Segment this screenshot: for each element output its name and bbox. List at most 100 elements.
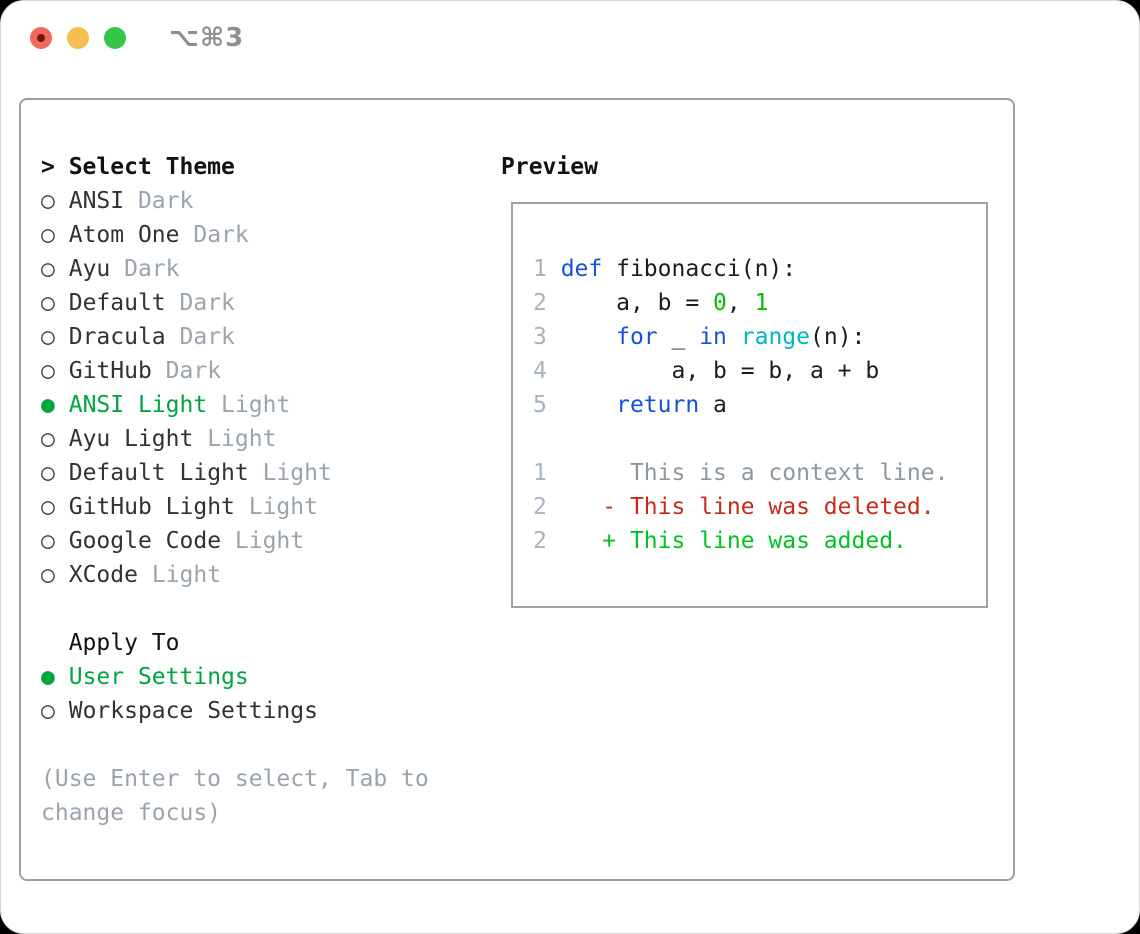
radio-unselected-icon: ○ (41, 256, 55, 282)
theme-name-label: Ayu Light (68, 426, 194, 452)
radio-unselected-icon: ○ (41, 494, 55, 520)
apply-option-label: Workspace Settings (68, 698, 318, 724)
code-token-number: 0 (713, 290, 727, 316)
radio-selected-icon: ● (41, 392, 55, 418)
code-token-plain: fibonacci(n): (602, 256, 797, 282)
theme-option-ansi-dark[interactable]: ○ ANSI Dark (41, 184, 429, 218)
code-line: 1 def fibonacci(n): (533, 252, 948, 286)
line-number: 2 (533, 290, 561, 316)
code-line: 2 + This line was added. (533, 524, 948, 558)
code-token-plain: _ (657, 324, 700, 350)
theme-variant-label: Dark (110, 256, 180, 282)
code-line: 5 return a (533, 388, 948, 422)
radio-unselected-icon: ○ (41, 290, 55, 316)
theme-option-github-light-light[interactable]: ○ GitHub Light Light (41, 490, 429, 524)
theme-option-ansi-light-light[interactable]: ● ANSI Light Light (41, 388, 429, 422)
theme-name-label: Google Code (68, 528, 222, 554)
code-token-plain: (n): (810, 324, 866, 350)
spacer-row (41, 728, 429, 762)
theme-name-label: Dracula (68, 324, 166, 350)
code-token-plain (561, 324, 616, 350)
code-token-number: 1 (754, 290, 769, 316)
theme-option-ayu-dark[interactable]: ○ Ayu Dark (41, 252, 429, 286)
theme-option-default-light-light[interactable]: ○ Default Light Light (41, 456, 429, 490)
code-token-plain: a, b = (560, 290, 714, 316)
zoom-button[interactable] (104, 27, 126, 49)
line-number: 1 (533, 460, 561, 486)
theme-name-label: GitHub (68, 358, 152, 384)
theme-variant-label: Light (207, 392, 291, 418)
radio-unselected-icon: ○ (41, 698, 55, 724)
theme-name-label: Ayu (68, 256, 111, 282)
theme-variant-label: Light (248, 460, 332, 486)
theme-variant-label: Dark (165, 324, 235, 350)
code-token-keyword: def (560, 256, 603, 282)
code-token-builtin: range (740, 324, 810, 350)
spacer-row (41, 592, 429, 626)
theme-name-label: Default (68, 290, 166, 316)
code-token-keyword: in (699, 324, 727, 350)
code-token-keyword: for (616, 324, 658, 350)
code-line: 4 a, b = b, a + b (533, 354, 948, 388)
hint-text: change focus) (41, 800, 222, 826)
theme-option-google-code-light[interactable]: ○ Google Code Light (41, 524, 429, 558)
theme-option-dracula-dark[interactable]: ○ Dracula Dark (41, 320, 429, 354)
code-token-plain: , (726, 290, 755, 316)
preview-header: Preview (501, 154, 598, 180)
theme-variant-label: Dark (179, 222, 249, 248)
theme-variant-label: Light (221, 528, 305, 554)
theme-name-label: ANSI Light (68, 392, 208, 418)
theme-option-xcode-light[interactable]: ○ XCode Light (41, 558, 429, 592)
theme-option-ayu-light-light[interactable]: ○ Ayu Light Light (41, 422, 429, 456)
theme-name-label: Atom One (68, 222, 180, 248)
theme-option-atom-one-dark[interactable]: ○ Atom One Dark (41, 218, 429, 252)
line-number: 5 (533, 392, 561, 418)
theme-variant-label: Light (137, 562, 222, 588)
code-token-deleted: - This line was deleted. (602, 494, 935, 520)
line-number: 4 (533, 358, 561, 384)
close-button[interactable] (30, 27, 52, 49)
code-line: 3 for _ in range(n): (533, 320, 948, 354)
radio-selected-icon: ● (41, 664, 55, 690)
theme-variant-label: Light (193, 426, 277, 452)
theme-variant-label: Dark (151, 358, 222, 384)
select-theme-header-label: Select Theme (68, 154, 235, 180)
line-number: 1 (533, 256, 561, 282)
apply-to-header: Apply To (41, 626, 429, 660)
hint-text: (Use Enter to select, Tab to (41, 766, 429, 792)
radio-unselected-icon: ○ (41, 460, 55, 486)
code-token-keyword: return (616, 392, 700, 418)
theme-variant-label: Dark (165, 290, 235, 316)
theme-name-label: ANSI (68, 188, 125, 214)
theme-variant-label: Light (234, 494, 318, 520)
line-number: 2 (533, 494, 561, 520)
theme-variant-label: Dark (124, 188, 194, 214)
theme-name-label: XCode (68, 562, 138, 588)
theme-list: > Select Theme○ ANSI Dark○ Atom One Dark… (41, 150, 429, 830)
apply-option-user-settings[interactable]: ● User Settings (41, 660, 429, 694)
theme-picker-panel: > Select Theme○ ANSI Dark○ Atom One Dark… (19, 98, 1015, 881)
theme-option-github-dark[interactable]: ○ GitHub Dark (41, 354, 429, 388)
apply-option-workspace-settings[interactable]: ○ Workspace Settings (41, 694, 429, 728)
code-token-plain: a (699, 392, 727, 418)
apply-option-label: User Settings (68, 664, 249, 690)
close-dot-icon (37, 34, 45, 42)
titlebar: ⌥⌘3 (1, 1, 1139, 73)
apply-to-header-label: Apply To (68, 630, 180, 656)
theme-option-default-dark[interactable]: ○ Default Dark (41, 286, 429, 320)
header-caret-icon: > (41, 154, 69, 180)
minimize-button[interactable] (67, 27, 89, 49)
code-token-plain (727, 324, 741, 350)
code-blank-line (533, 422, 948, 456)
code-line: 2 - This line was deleted. (533, 490, 948, 524)
code-token-plain (561, 392, 616, 418)
code-token-plain (561, 528, 603, 554)
radio-unselected-icon: ○ (41, 188, 55, 214)
radio-unselected-icon: ○ (41, 358, 55, 384)
radio-unselected-icon: ○ (41, 324, 55, 350)
line-number: 2 (533, 528, 561, 554)
code-line: 2 a, b = 0, 1 (533, 286, 948, 320)
